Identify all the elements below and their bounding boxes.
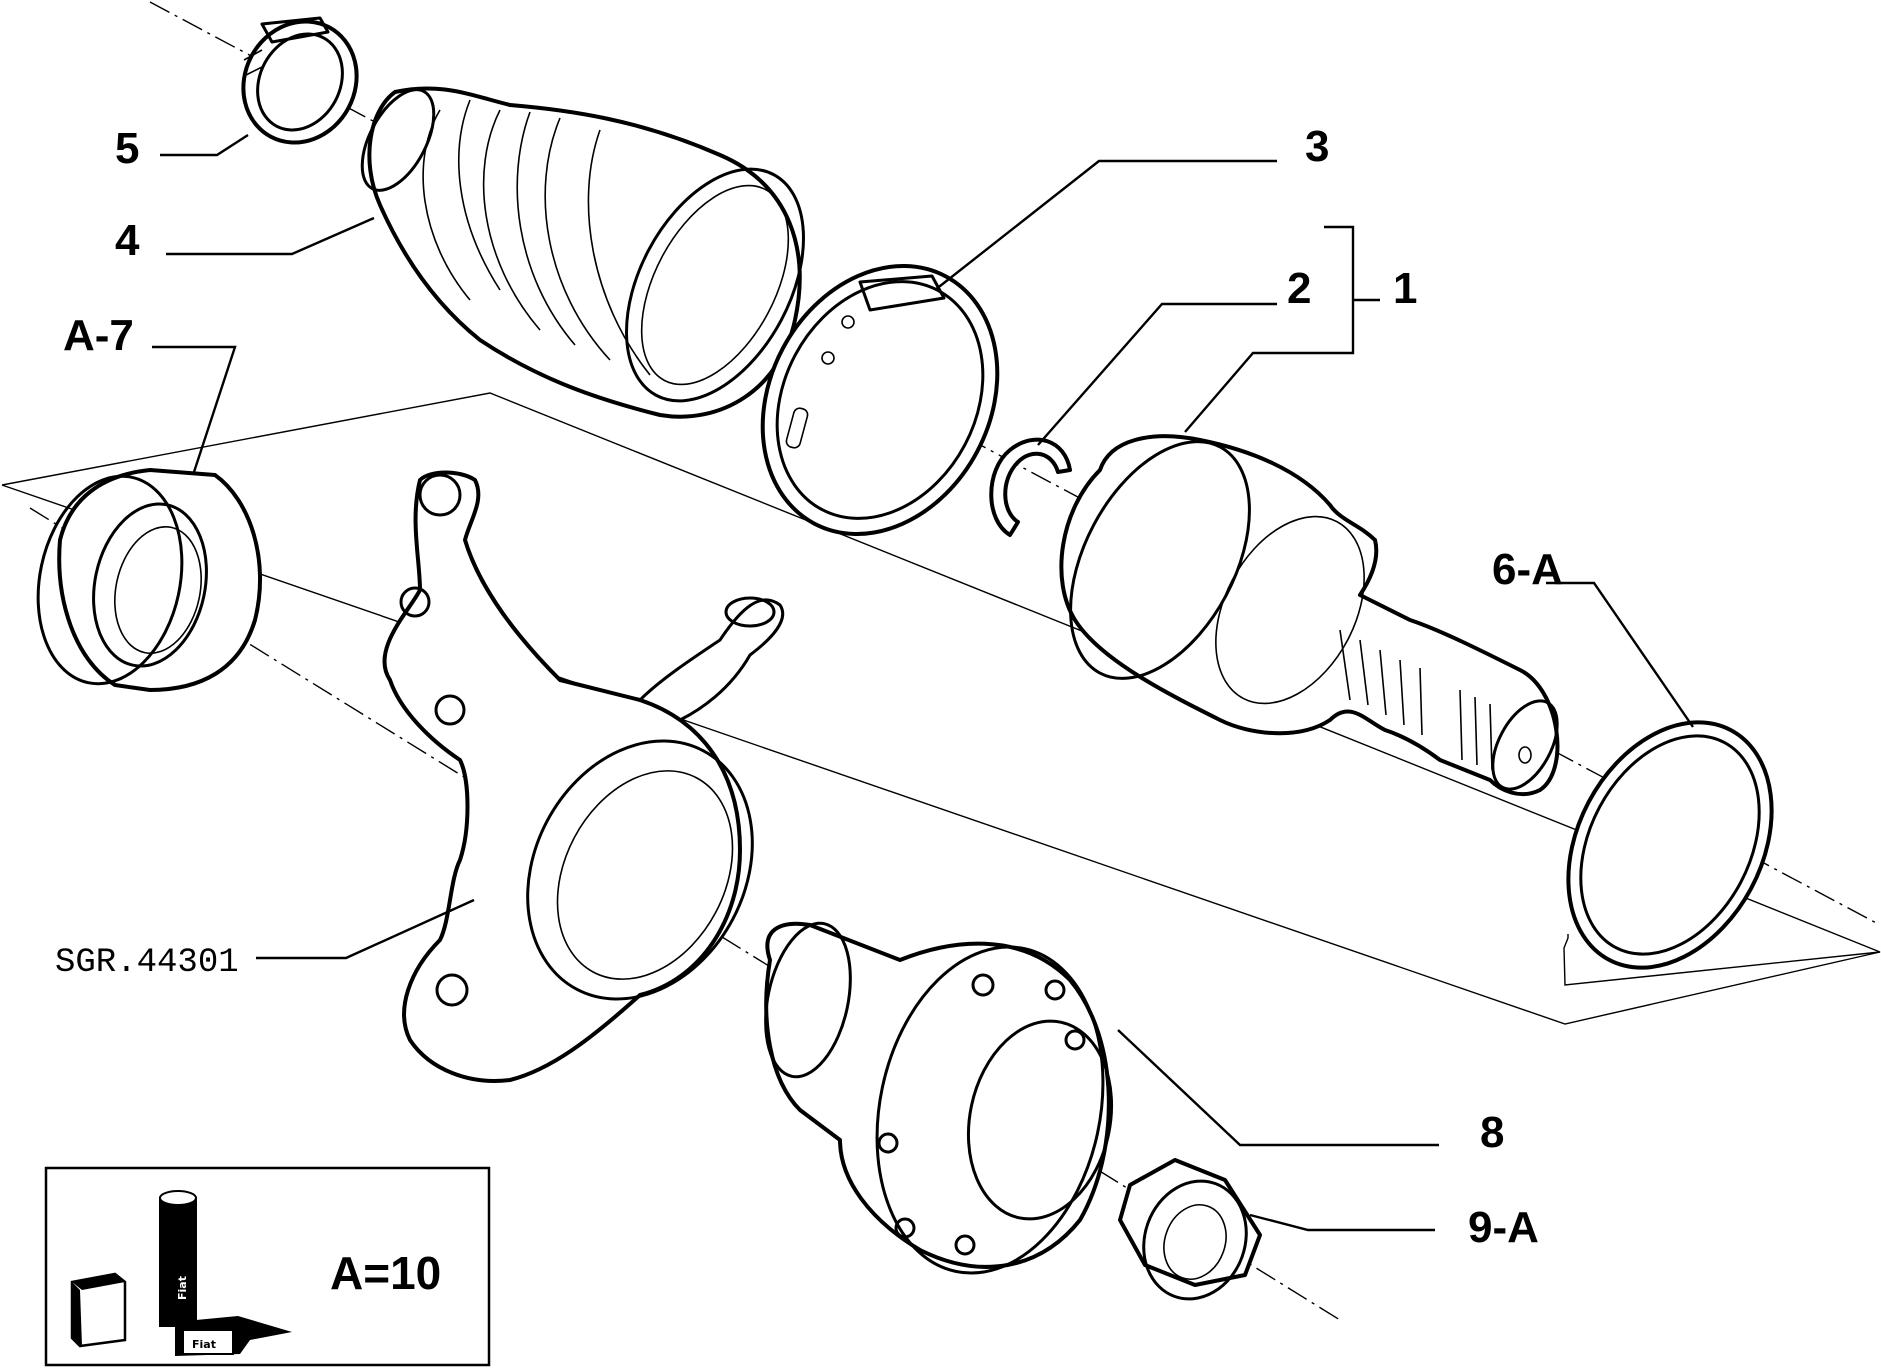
wheel-hub [764,921,1114,1275]
steering-knuckle [382,470,785,1083]
legend-box: Fiat Fiat A=10 [44,1166,491,1367]
leader-3 [934,159,1277,291]
leader-9a [1249,1213,1435,1232]
lubricant-box-icon: Fiat [70,1272,292,1356]
callout-8: 8 [1480,1108,1504,1157]
circlip [989,437,1072,537]
tube-label: Fiat [176,1276,189,1300]
callout-2: 2 [1287,264,1311,313]
leader-1-bracket [1184,225,1355,433]
snap-ring [1566,720,1774,970]
box-label: Fiat [192,1338,216,1351]
callout-a7: A-7 [63,311,134,360]
leader-4 [166,216,375,256]
legend-text: A=10 [330,1247,441,1299]
leader-8 [1117,1029,1439,1147]
cv-joint [1059,434,1560,797]
drawing-code: SGR.44301 [55,944,239,982]
wheel-bearing [36,468,263,692]
leader-2 [1037,302,1277,446]
large-boot-clamp [760,264,1000,536]
callout-4: 4 [115,216,140,265]
callout-6a: 6-A [1492,545,1563,594]
reference-plane [1,392,1881,986]
leader-sgr [256,898,475,960]
leader-5 [160,133,249,157]
callout-3: 3 [1305,122,1329,171]
callout-9a: 9-A [1468,1203,1539,1252]
lubricant-tube-icon: Fiat [159,1190,197,1327]
leader-6a [1546,581,1694,728]
callout-1: 1 [1393,264,1417,313]
hub-nut [1118,1158,1262,1301]
small-boot-clamp [241,16,359,145]
callout-5: 5 [115,124,139,173]
leader-a7 [152,345,237,473]
cv-boot [360,86,805,419]
